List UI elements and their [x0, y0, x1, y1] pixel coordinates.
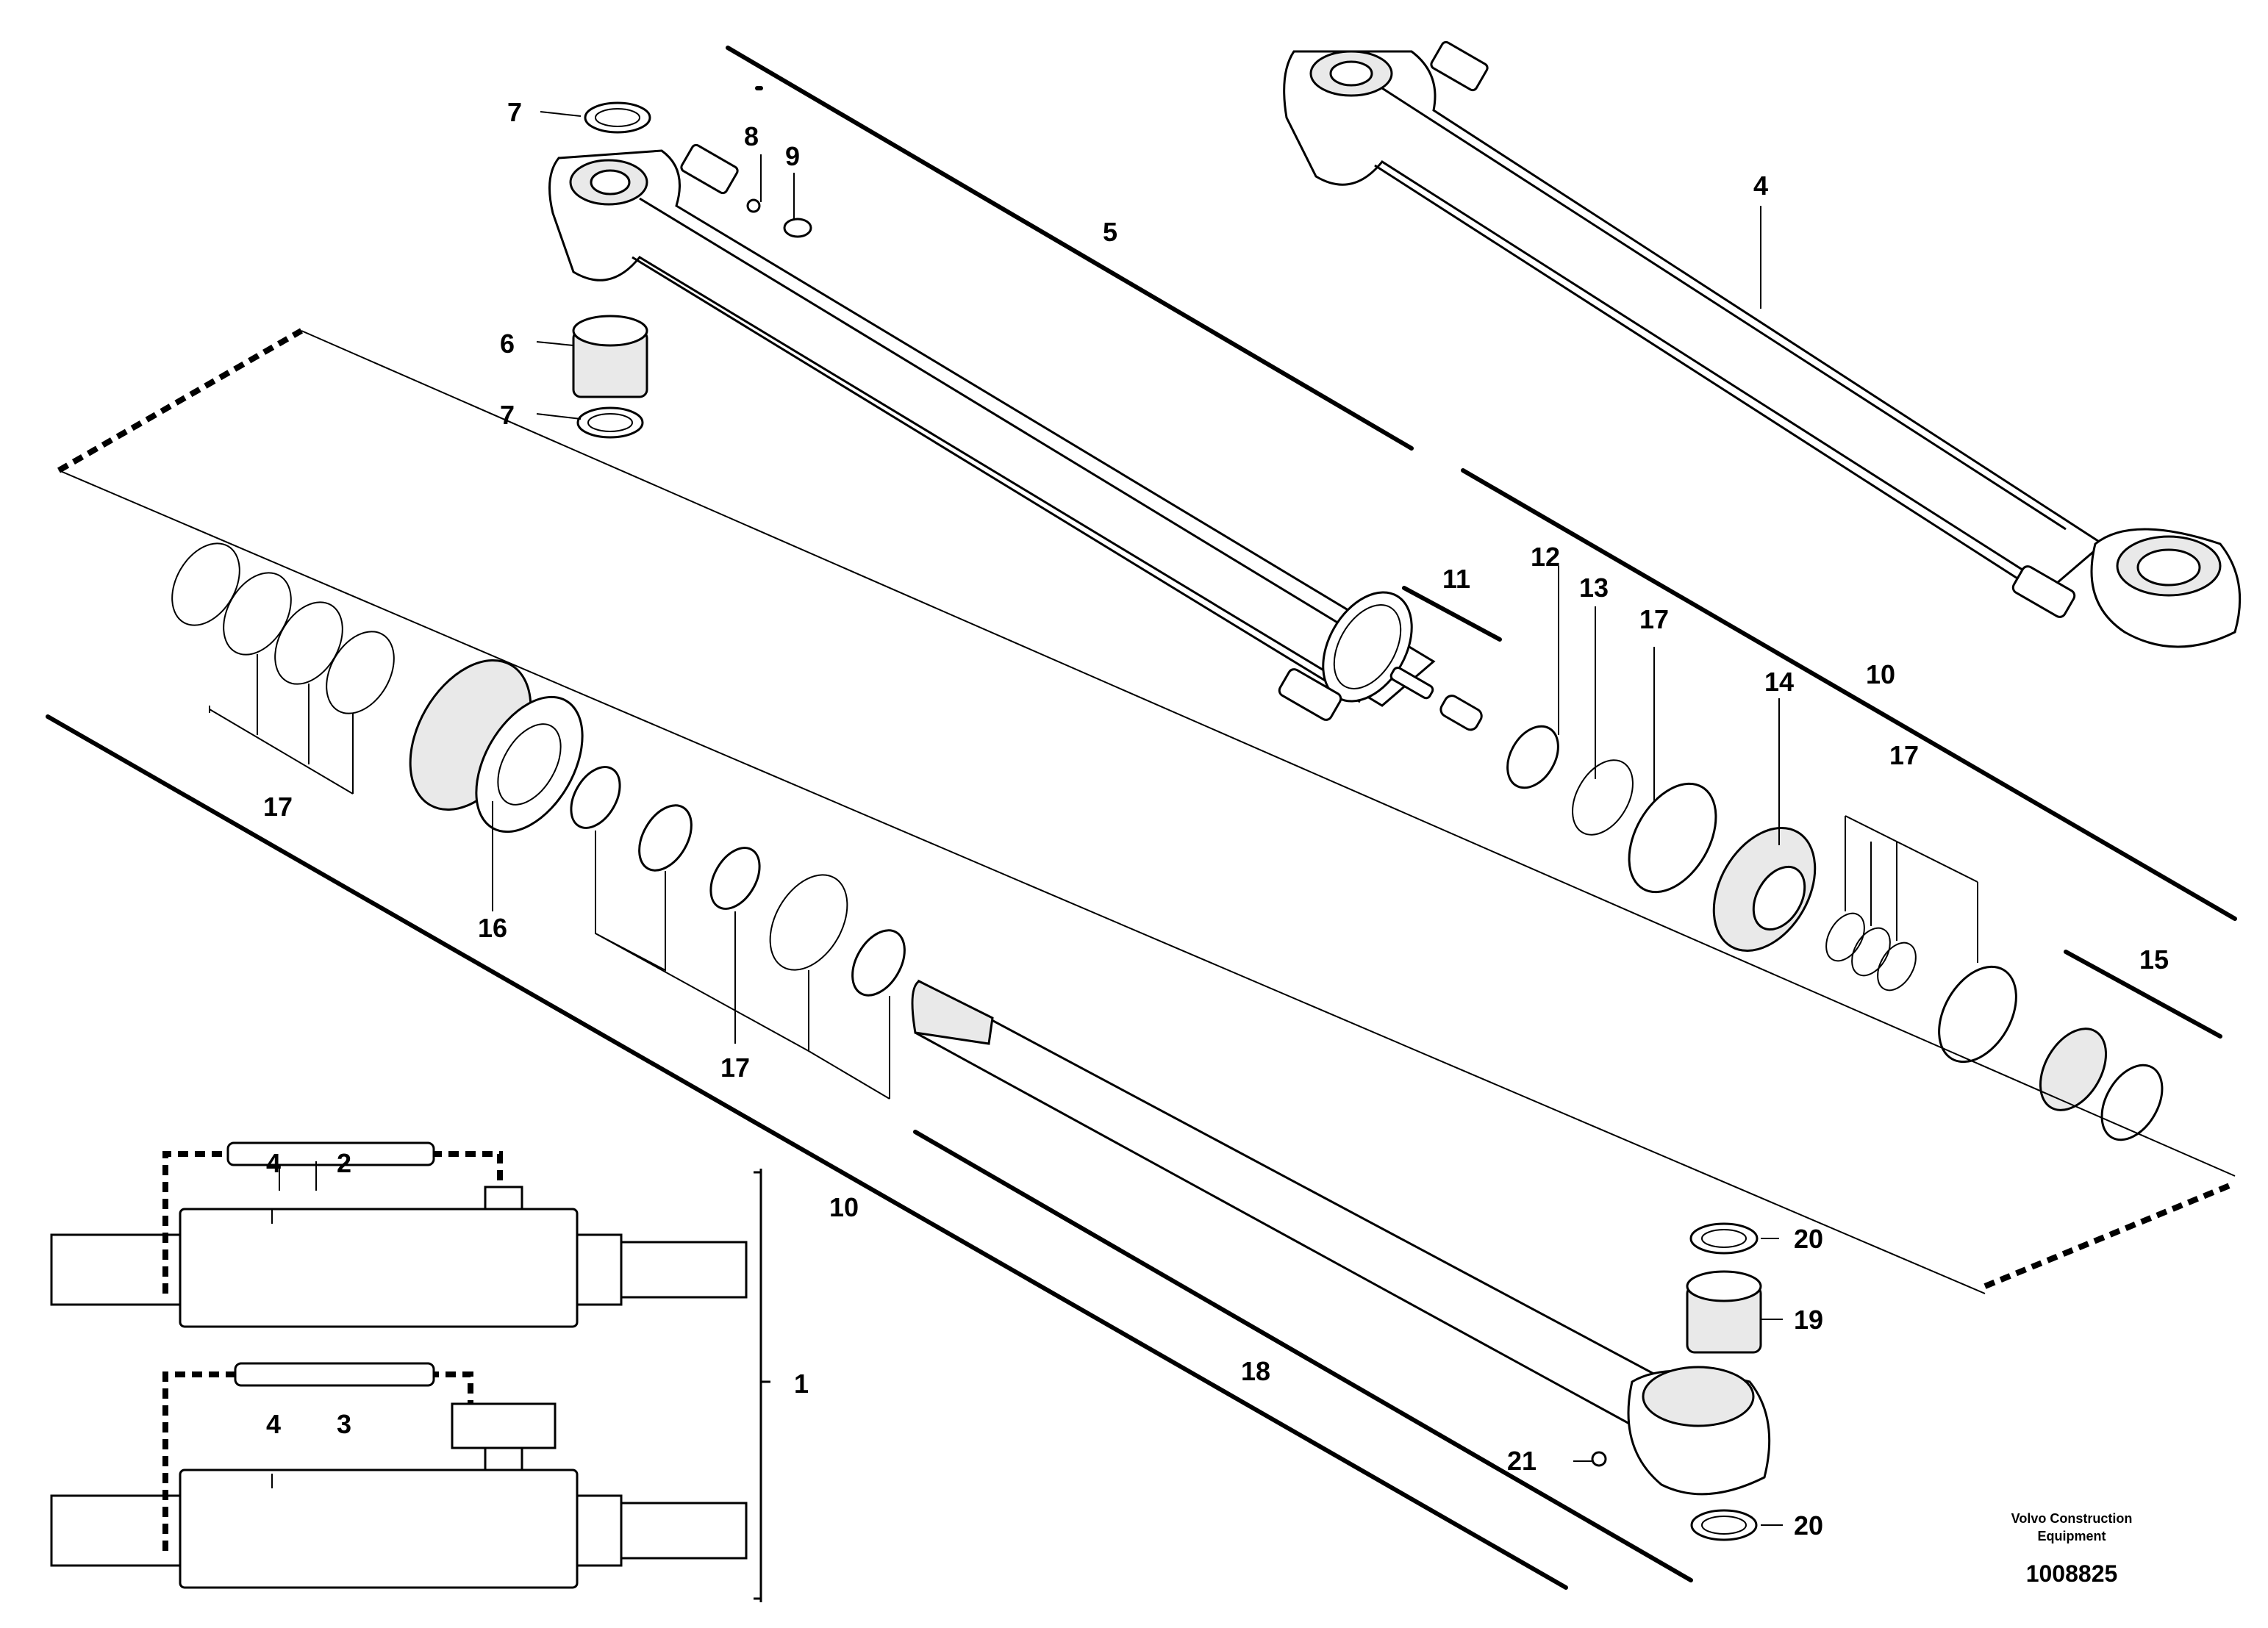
- small-parts-upper: [572, 101, 812, 439]
- brand-line-1: Volvo Construction: [2011, 1511, 2133, 1526]
- callout-labels: 1 2 3 4 4 4 5 6 7 7 8 9 10 10 11 12 13 1…: [263, 97, 2169, 1541]
- label-9: 9: [785, 141, 800, 171]
- piston-head-16: [409, 659, 584, 911]
- label-17-d: 17: [1889, 740, 1919, 770]
- label-19: 19: [1794, 1305, 1823, 1335]
- seal-rings-17-center: [570, 766, 906, 1100]
- label-20-b: 20: [1794, 1510, 1823, 1541]
- label-10-b: 10: [1866, 659, 1895, 689]
- label-21: 21: [1507, 1446, 1537, 1476]
- footer: Volvo Construction Equipment 1008825: [2011, 1511, 2133, 1587]
- label-17-c: 17: [1639, 604, 1669, 634]
- inset-assembly-3: [50, 1362, 748, 1589]
- label-11: 11: [1442, 564, 1470, 594]
- label-3: 3: [337, 1409, 351, 1439]
- label-12: 12: [1531, 542, 1560, 572]
- label-18: 18: [1241, 1356, 1270, 1386]
- label-10-a: 10: [829, 1192, 859, 1222]
- label-4-inset-a: 4: [266, 1148, 281, 1178]
- label-20-a: 20: [1794, 1224, 1823, 1254]
- label-17-a: 17: [263, 792, 293, 822]
- label-14: 14: [1764, 667, 1794, 697]
- small-parts-lower: [1591, 1222, 1762, 1541]
- label-2: 2: [337, 1148, 351, 1178]
- label-15: 15: [2139, 944, 2169, 975]
- label-8: 8: [744, 121, 759, 151]
- cylinder-tube-4: [1283, 40, 2242, 648]
- parts-right-group: [1389, 667, 2164, 1141]
- label-7-a: 7: [507, 97, 522, 127]
- leader-lines: [271, 111, 1783, 1526]
- inset-assembly-2: [50, 1141, 748, 1328]
- label-13: 13: [1579, 573, 1609, 603]
- group-brackets: [46, 46, 2237, 1602]
- label-1: 1: [794, 1369, 809, 1399]
- label-17-b: 17: [720, 1053, 750, 1083]
- label-4-inset-b: 4: [266, 1409, 281, 1439]
- brand-line-2: Equipment: [2038, 1529, 2106, 1543]
- label-6: 6: [500, 329, 515, 359]
- label-16: 16: [478, 913, 507, 943]
- cylinder-tube-5: [548, 143, 1436, 721]
- seal-rings-17-left: [171, 542, 395, 795]
- label-7-b: 7: [500, 400, 515, 430]
- piston-rod-18: [911, 979, 1771, 1496]
- drawing-number: 1008825: [2026, 1560, 2118, 1587]
- label-4-top: 4: [1753, 171, 1768, 201]
- label-5: 5: [1103, 217, 1117, 247]
